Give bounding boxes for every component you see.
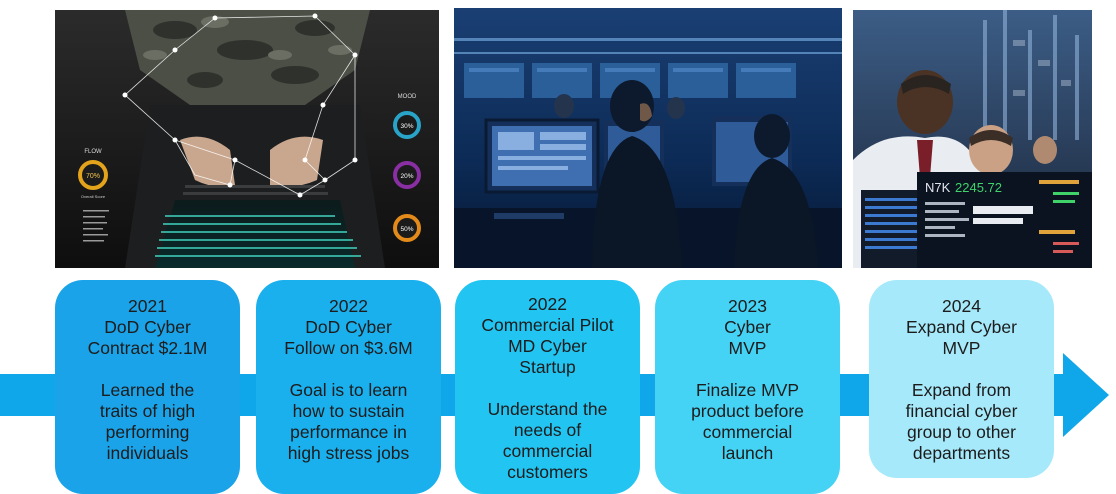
milestone-card-2022-commercial: 2022 Commercial Pilot MD Cyber Startup U…: [455, 280, 640, 494]
milestone-description: Goal is to learn how to sustain performa…: [287, 380, 410, 463]
milestone-title: Cyber MVP: [724, 317, 771, 358]
milestone-card-2021: 2021 DoD Cyber Contract $2.1M Learned th…: [55, 280, 240, 494]
milestone-year: 2023: [728, 296, 767, 316]
milestone-year: 2022: [528, 294, 567, 314]
milestone-description: Finalize MVP product before commercial l…: [691, 380, 804, 463]
trading-desk-photo: N7K 2245.72: [853, 10, 1092, 268]
control-room-photo: [454, 8, 842, 268]
mood-percent-2: 20%: [400, 173, 413, 180]
mood-percent-1: 30%: [400, 123, 413, 130]
mood-percent-3: 50%: [400, 226, 413, 233]
milestone-card-2022-followon: 2022 DoD Cyber Follow on $3.6M Goal is t…: [256, 280, 441, 494]
milestone-title: Expand Cyber MVP: [906, 317, 1017, 358]
milestone-year: 2021: [128, 296, 167, 316]
milestone-title: DoD Cyber Contract $2.1M: [87, 317, 208, 358]
flow-label: FLOW: [84, 149, 102, 155]
milestone-description: Understand the needs of commercial custo…: [487, 399, 608, 482]
milestone-title: Commercial Pilot MD Cyber Startup: [481, 315, 614, 377]
milestone-year: 2022: [329, 296, 368, 316]
cyber-keyboard-photo: FLOW 70% Overall Score MOOD 30% 20% 50%: [55, 10, 439, 268]
milestone-description: Learned the traits of high performing in…: [99, 380, 196, 463]
milestone-year: 2024: [942, 296, 981, 316]
flow-percent: 70%: [86, 173, 100, 180]
milestone-description: Expand from financial cyber group to oth…: [905, 380, 1018, 463]
ticker-symbol: N7K: [925, 180, 951, 195]
milestone-card-2024: 2024 Expand Cyber MVP Expand from financ…: [869, 280, 1054, 478]
milestone-card-2023: 2023 Cyber MVP Finalize MVP product befo…: [655, 280, 840, 494]
ticker-price: 2245.72: [955, 180, 1002, 195]
milestone-title: DoD Cyber Follow on $3.6M: [284, 317, 413, 358]
flow-caption: Overall Score: [81, 194, 106, 199]
mood-label: MOOD: [398, 94, 417, 100]
